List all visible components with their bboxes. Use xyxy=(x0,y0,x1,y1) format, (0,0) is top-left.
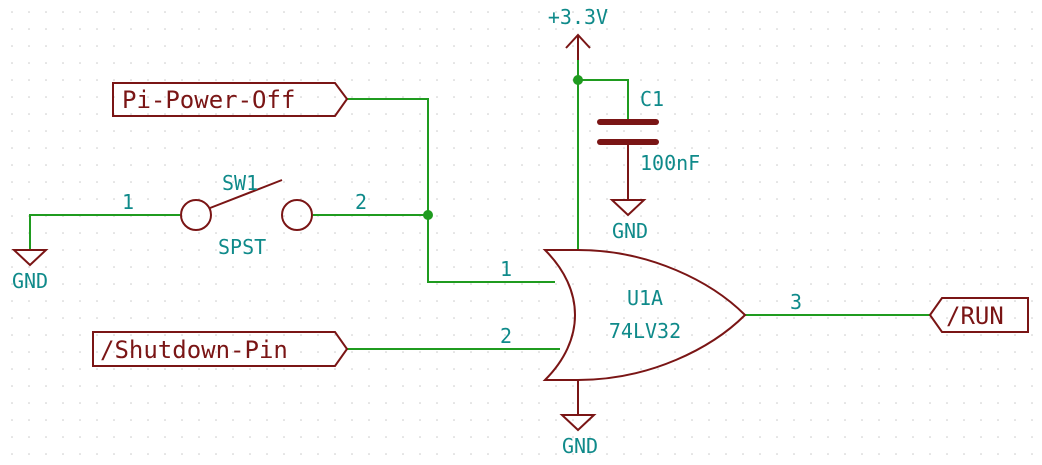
wires xyxy=(29,60,930,350)
wire-switch-gnd xyxy=(29,214,180,250)
net-label-run: /RUN xyxy=(928,297,1029,333)
wire-power-off xyxy=(347,98,555,283)
power-symbol-vcc: +3.3V xyxy=(548,5,608,60)
capacitor-ref: C1 xyxy=(640,87,664,111)
junction-dot-switch xyxy=(423,210,433,220)
switch-type: SPST xyxy=(218,235,266,259)
switch-sw1: SW1 SPST 1 2 xyxy=(122,171,367,259)
net-label-pi-power-off: Pi-Power-Off xyxy=(112,82,349,117)
gate-pin1-number: 1 xyxy=(500,257,512,281)
switch-pin1-number: 1 xyxy=(122,190,134,214)
gnd-switch-label: GND xyxy=(12,269,48,293)
wire-cap-top xyxy=(578,79,629,120)
gate-ref: U1A xyxy=(627,286,663,310)
net-label-shutdown-pin: /Shutdown-Pin xyxy=(92,331,349,367)
gate-pin3-number: 3 xyxy=(790,290,802,314)
background-grid xyxy=(11,11,1033,455)
ground-symbol-cap: GND xyxy=(609,199,648,243)
ground-symbol-gate: GND xyxy=(559,414,598,458)
net-label-run-text: /RUN xyxy=(946,302,1004,330)
capacitor-value: 100nF xyxy=(640,151,700,175)
net-label-pi-power-off-text: Pi-Power-Off xyxy=(122,86,295,114)
gnd-cap-label: GND xyxy=(612,219,648,243)
gate-part: 74LV32 xyxy=(609,319,681,343)
ground-symbol-switch: GND xyxy=(11,249,49,293)
net-label-shutdown-pin-text: /Shutdown-Pin xyxy=(100,336,288,364)
vcc-label: +3.3V xyxy=(548,5,608,29)
switch-ref: SW1 xyxy=(222,171,258,195)
switch-pin2-number: 2 xyxy=(355,190,367,214)
capacitor-c1: C1 100nF xyxy=(597,87,700,200)
gnd-gate-label: GND xyxy=(562,434,598,458)
junction-dot-vcc xyxy=(573,75,583,85)
gate-pin2-number: 2 xyxy=(500,324,512,348)
or-gate-u1a: U1A 74LV32 1 2 3 xyxy=(500,249,802,415)
